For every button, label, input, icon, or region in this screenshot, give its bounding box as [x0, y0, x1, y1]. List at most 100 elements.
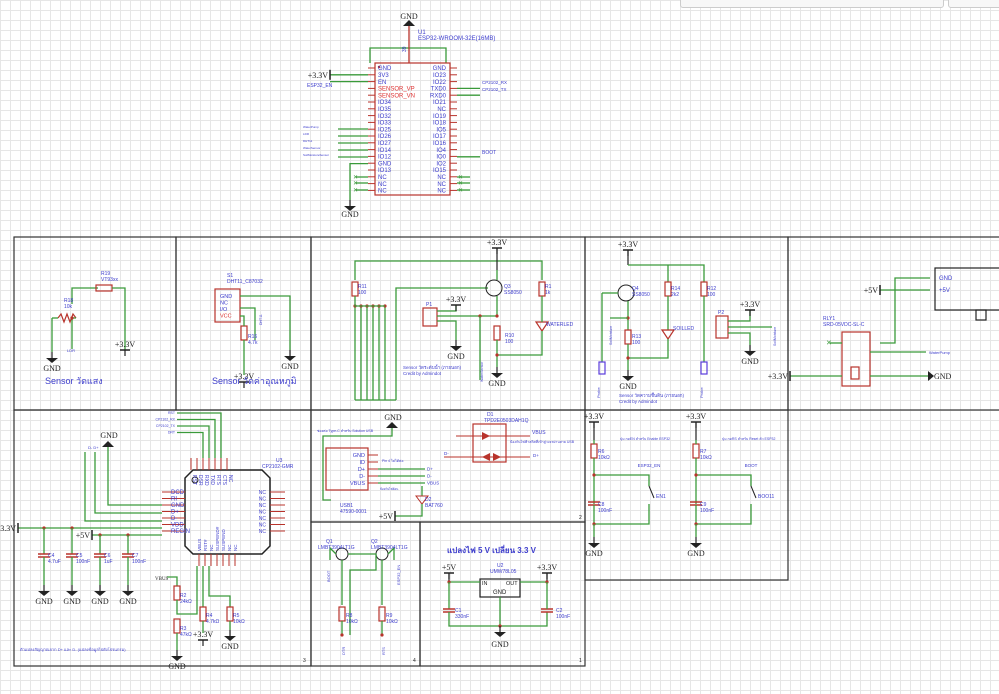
esp32-pin-label: IO22 — [433, 80, 447, 86]
label: 100 — [358, 290, 367, 296]
power-label: +3.3V — [584, 412, 605, 421]
gnd-label: GND — [687, 549, 705, 558]
label: R4 — [206, 613, 213, 619]
esp32-pin-label: EN — [378, 80, 386, 86]
label: ปุ่ม กดEN สำหรับ Enable ESP32 — [620, 437, 670, 442]
esp32-pin-label: TXD0 — [431, 87, 447, 93]
wire — [71, 317, 76, 349]
gnd-label: GND — [221, 642, 239, 651]
label: 2k2 — [671, 292, 679, 298]
connector-p2 — [715, 315, 729, 339]
transistor-icon — [485, 279, 503, 297]
wire — [387, 546, 395, 560]
label: 10kΩ — [700, 455, 712, 461]
toolbar-tab[interactable] — [948, 0, 999, 8]
net-label: D- — [427, 474, 432, 479]
label: Q4 — [632, 286, 639, 292]
esp32-pin-label: SENSOR_VP — [378, 87, 415, 93]
wire — [177, 412, 222, 458]
resistor-icon — [338, 606, 346, 622]
label: BOO11 — [758, 494, 775, 500]
label: Probe — [596, 387, 601, 398]
label: 10k — [64, 304, 73, 310]
label: Sensor วัดความชื้นดิน (ภายนอก) — [619, 392, 684, 398]
label: GND — [400, 12, 418, 21]
label: 47590-0001 — [340, 509, 367, 515]
ground-icon — [122, 591, 134, 596]
label: R8 — [346, 613, 353, 619]
esp32-pin-label: RXD0 — [430, 93, 447, 99]
label: 4.7uF — [48, 559, 61, 565]
label: 10kΩ — [346, 619, 358, 625]
label: RST — [168, 411, 176, 415]
esp32-pin-label: NC — [437, 175, 446, 181]
label: GND — [171, 503, 185, 509]
wire — [593, 504, 650, 525]
no-connect-icon: ✕ — [353, 181, 358, 187]
diode-icon — [482, 432, 501, 461]
wire — [728, 310, 751, 322]
label: P1 — [426, 302, 432, 308]
label: RXD — [203, 475, 209, 486]
power-label: +3.3V — [487, 238, 508, 247]
gnd-label: GND — [585, 549, 603, 558]
resistor-icon — [590, 443, 598, 459]
ground-icon — [94, 591, 106, 596]
label: 39 — [402, 46, 408, 52]
ground-icon — [171, 656, 183, 661]
power-label: +3.3V — [115, 340, 136, 349]
wire — [107, 447, 162, 506]
probe-icon — [700, 361, 708, 375]
esp32-pin-label: IO16 — [433, 141, 447, 147]
ground-icon — [403, 20, 415, 26]
label: SRD-05VDC-SL-C — [823, 322, 865, 328]
ground-icon — [46, 358, 58, 363]
label: CP2102_TX — [482, 87, 507, 92]
label: GND — [939, 276, 953, 282]
ground-icon — [588, 543, 600, 548]
resistor-icon — [57, 312, 77, 324]
toolbar-tab[interactable] — [680, 0, 944, 8]
label: DHT11 — [303, 139, 313, 143]
wire — [696, 474, 752, 486]
label: 100nF — [700, 508, 714, 514]
ground-icon — [38, 591, 50, 596]
wire — [594, 474, 650, 486]
ground-icon — [491, 373, 503, 378]
esp32-pin-label: GND — [378, 66, 392, 72]
esp32-pin-label: NC — [437, 182, 446, 188]
junction-dot — [495, 314, 499, 318]
label: BOOT — [745, 463, 758, 468]
label: SS8050 — [504, 290, 522, 296]
resistor-icon — [240, 325, 248, 341]
gnd-label: GND — [341, 210, 359, 219]
label: NC — [259, 510, 267, 516]
wire — [354, 260, 543, 280]
label: WaterSensor — [480, 361, 484, 382]
ground-icon — [622, 376, 634, 381]
label: 10kΩ — [598, 455, 610, 461]
label: ตัวแปลงสัญญาณจาก D+ และ D- (แปลงข้อมูลไป… — [20, 647, 126, 653]
label: SoilMoisture — [773, 327, 777, 346]
label: DSR — [197, 475, 203, 486]
label: D- — [359, 474, 365, 480]
label: C4 — [48, 553, 55, 559]
label: NC — [259, 529, 267, 535]
label: ป้องกันไฟย้อน — [380, 487, 399, 491]
label: D+ — [171, 510, 179, 516]
wire — [628, 339, 669, 359]
ground-icon — [744, 351, 756, 356]
label: D2 — [425, 497, 432, 503]
label: GND — [384, 413, 402, 422]
esp32-pin-label: IO27 — [378, 141, 392, 147]
pin1-dot — [191, 476, 199, 484]
label: NC — [259, 503, 267, 509]
sheet-frame — [13, 409, 312, 667]
junction-dot — [694, 473, 698, 477]
wire — [329, 546, 337, 560]
ground-icon — [344, 206, 356, 211]
label: 100nF — [598, 508, 612, 514]
dht-pin-label: NC — [220, 301, 228, 307]
wire — [497, 331, 543, 356]
